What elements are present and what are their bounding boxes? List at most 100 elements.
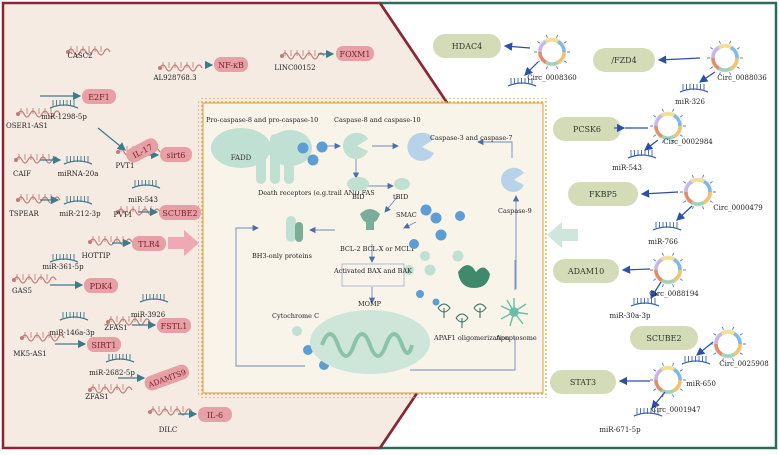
svg-text:/FZD4: /FZD4 <box>611 56 636 65</box>
lncrna-icon <box>16 108 61 118</box>
mitochondrion <box>310 310 430 374</box>
svg-text:HDAC4: HDAC4 <box>452 42 482 51</box>
tbid-label: tBID <box>393 193 408 201</box>
lncrna-icon <box>158 62 203 72</box>
pdk4-pill: PDK4 <box>84 278 118 293</box>
adam10-pill: ADAM10 <box>553 259 619 283</box>
oser1-label: OSER1-AS1 <box>6 122 48 130</box>
svg-text:FSTL1: FSTL1 <box>161 322 188 331</box>
bh3-label: BH3-only proteins <box>252 252 312 260</box>
casp37-label: Caspase-3 and caspase-7 <box>430 134 513 142</box>
bh3-shape-a <box>286 216 296 242</box>
arrow-c8360-mir <box>524 61 539 76</box>
casp9-label: Caspase-9 <box>498 207 532 215</box>
lncrna-icon <box>106 316 151 326</box>
c2984-label: Circ_0002984 <box>663 138 713 146</box>
arrow-c1947-mir671 <box>651 391 666 409</box>
lncrna-icon <box>20 332 65 342</box>
tbid-shape <box>394 178 410 190</box>
c25908-label: Circ_0025908 <box>719 360 769 368</box>
cytc-label: Cytochrome C <box>272 312 319 320</box>
il6-pill: IL-6 <box>198 407 232 422</box>
apoptosome-shape <box>500 298 529 327</box>
arrow-c8194-adam10 <box>621 265 651 274</box>
svg-text:SIRT1: SIRT1 <box>92 341 117 350</box>
mirna-icon <box>59 312 89 321</box>
mir2682-label: miR-2682-5p <box>89 369 135 377</box>
c1947-label: Circ_0001947 <box>651 406 701 414</box>
arrow-c8360-hdac4 <box>503 42 531 51</box>
svg-text:STAT3: STAT3 <box>570 378 596 387</box>
zfas1-label-b: ZFAS1 <box>85 393 108 401</box>
lncrna-icon <box>66 46 111 56</box>
circrna-icon <box>534 34 570 70</box>
e2f1-pill: E2F1 <box>82 89 116 104</box>
mirna-icon <box>630 298 660 307</box>
death-receptors-label: Death receptors (e.g.trail AND FAS <box>258 189 375 197</box>
procaspase-label: Pro-caspase-8 and pro-caspase-10 <box>206 116 318 124</box>
svg-text:PCSK6: PCSK6 <box>573 125 601 134</box>
mirna-icon <box>652 222 682 231</box>
linc00152-label: LINC00152 <box>274 64 315 72</box>
mirna-icon <box>681 356 711 365</box>
receptor-dot <box>297 142 309 154</box>
c8194-label: Circ_0088194 <box>649 290 699 298</box>
mir1298-label: miR-1298-5p <box>41 113 87 121</box>
c479-label: Circ_0000479 <box>713 204 763 212</box>
bcl2-shape <box>360 209 380 230</box>
death-receptor-complex: FADD <box>211 128 328 184</box>
bh3-shape-b <box>295 222 303 242</box>
arrow-c8194-mir30a <box>650 281 662 300</box>
smac-label: SMAC <box>396 211 417 219</box>
hdac4-pill: HDAC4 <box>433 34 501 58</box>
bid-label: BID <box>352 193 365 201</box>
mirna-icon <box>63 196 93 205</box>
apaf1-label: APAF1 oligomerization <box>433 334 509 342</box>
svg-text:Activated BAX and BAK: Activated BAX and BAK <box>333 267 412 275</box>
svg-text:FKBP5: FKBP5 <box>589 190 617 199</box>
mirna-icon <box>131 180 161 189</box>
scube2-pill: SCUBE2 <box>159 205 201 220</box>
caspase-9-shape <box>501 167 524 192</box>
tlr4-pill: TLR4 <box>132 236 166 251</box>
fkbp5-pill: FKBP5 <box>568 182 638 206</box>
mir326-label: miR-326 <box>675 98 705 106</box>
mirna-icon <box>139 294 169 303</box>
mir650-label: miR-650 <box>686 380 716 388</box>
circrna-icon <box>650 108 686 144</box>
lncrna-icon <box>12 274 57 284</box>
receptor-dot <box>316 141 328 153</box>
circrna-icon <box>710 326 746 362</box>
mirna-icon <box>49 254 79 263</box>
mirna20a-label: miRNA-20a <box>58 170 99 178</box>
svg-text:sirt6: sirt6 <box>167 151 186 160</box>
pvt1-label-a: PVT1 <box>116 162 135 170</box>
scube2-right-pill: SCUBE2 <box>630 326 698 350</box>
apoptosis-pathway: FADD Pro-caspase-8 and pro-caspase-10 De… <box>206 116 537 374</box>
svg-text:E2F1: E2F1 <box>88 93 110 102</box>
left-panel: IL-17 NF-κB FOXM1 E2F1 sirt6 SCUBE2 TLR4… <box>6 46 374 434</box>
mir146a-label: miR-146a-3p <box>49 329 95 337</box>
arrow-c8036-mir326 <box>699 71 716 83</box>
arrow-c479-mir766 <box>676 205 693 221</box>
arrow-smac-bcl2 <box>403 221 417 229</box>
casc2-label: CASC2 <box>67 52 92 60</box>
mir543-label-right: miR-543 <box>612 164 642 172</box>
left-to-center-arrow <box>168 230 199 256</box>
al928768-label: AL928768.3 <box>152 74 196 82</box>
bcl2-label: BCL-2 BCL-X or MCL1 <box>340 245 415 253</box>
mirna-icon <box>507 78 537 87</box>
lncrna-icon <box>88 384 133 394</box>
circrna-icon <box>650 362 686 398</box>
fstl1-pill: FSTL1 <box>157 318 191 333</box>
arrow-c25908-mir650 <box>696 341 714 356</box>
feedback-line-right <box>410 337 516 371</box>
arrow-c2984-mir543 <box>644 139 659 151</box>
circrna-icon <box>707 40 743 76</box>
pvt1-label-b: PVT1 <box>114 211 133 219</box>
c8360-label: Circ_0008360 <box>527 74 577 82</box>
arrow-c8036-fzd4 <box>657 55 701 64</box>
momp-label: MOMP <box>358 300 382 308</box>
nfkb-pill: NF-κB <box>214 57 248 72</box>
lncrna-icon <box>280 50 325 60</box>
